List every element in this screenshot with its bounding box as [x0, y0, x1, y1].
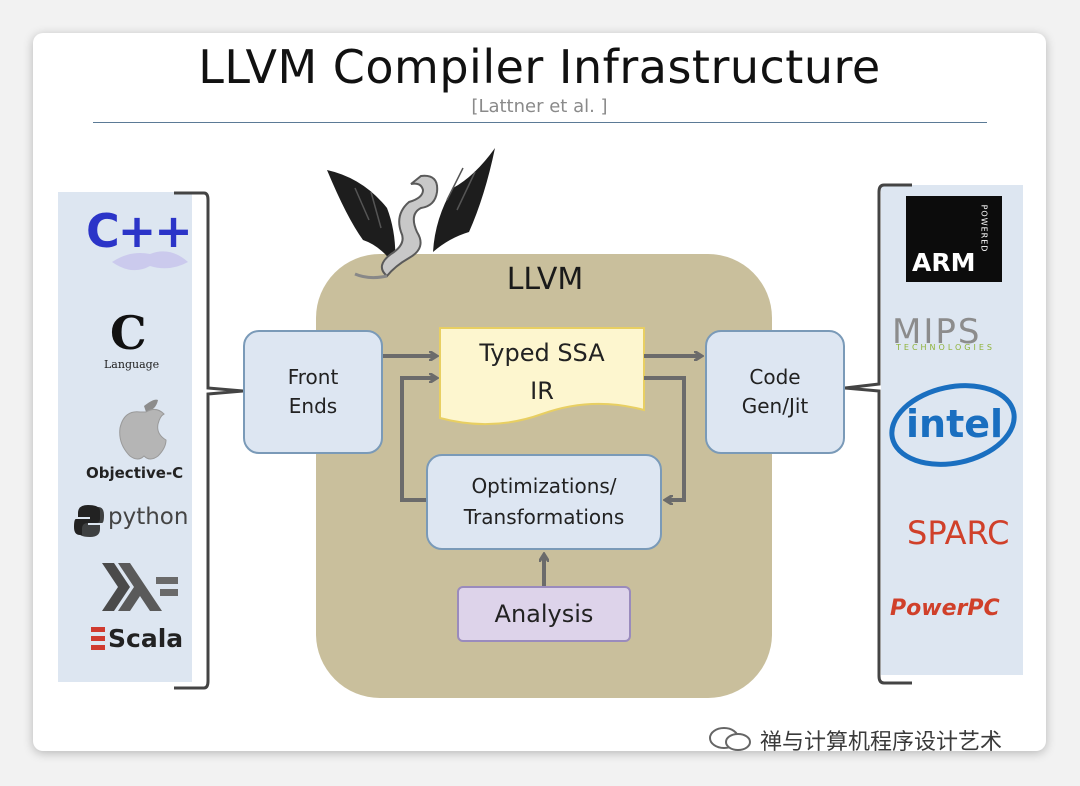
ir-document — [439, 327, 645, 426]
wechat-icon — [709, 727, 751, 751]
mips-sub-label: TECHNOLOGIES — [896, 343, 995, 352]
c-language-sub: Language — [104, 358, 160, 371]
apple-icon — [119, 399, 167, 460]
analysis-box: Analysis — [457, 586, 631, 642]
front-ends-line1: Front — [287, 365, 339, 389]
sparc-label: SPARC — [907, 514, 1010, 552]
intel-label: intel — [906, 402, 1004, 446]
left-brace — [174, 191, 244, 690]
ir-line2: IR — [530, 377, 554, 405]
llvm-label: LLVM — [506, 262, 584, 297]
intel-logo — [889, 383, 1017, 467]
arm-powered-label: POWERED — [979, 204, 989, 253]
python-icon — [74, 505, 104, 537]
optimizations-box: Optimizations/Transformations — [426, 454, 662, 550]
arm-label: ARM — [912, 248, 976, 277]
right-brace — [844, 183, 912, 685]
ir-label: Typed SSA IR — [440, 334, 644, 410]
c-language-letter: C — [110, 306, 147, 360]
code-gen-line1: Code — [749, 365, 801, 389]
front-ends-line2: Ends — [288, 394, 338, 418]
scala-label: Scala — [108, 624, 184, 653]
scala-icon — [91, 627, 105, 650]
arrow-opt-to-ir — [400, 378, 436, 502]
cpp-logo — [112, 251, 188, 271]
objc-label: Objective-C — [86, 464, 184, 482]
llvm-dragon-logo — [327, 148, 495, 280]
ir-line1: Typed SSA — [479, 339, 605, 367]
powerpc-label: PowerPC — [890, 596, 1000, 621]
code-gen-line2: Gen/Jit — [741, 394, 809, 418]
title-rule — [93, 122, 987, 123]
citation: [Lattner et al. ] — [471, 96, 608, 117]
haskell-icon — [102, 563, 178, 611]
cpp-label: C++ — [86, 204, 193, 258]
slide-title: LLVM Compiler Infrastructure — [198, 40, 881, 94]
arrow-ir-to-opt — [644, 376, 686, 500]
watermark-text: 禅与计算机程序设计艺术 — [760, 730, 1003, 755]
python-label: python — [108, 504, 189, 530]
mips-label: MIPS — [892, 312, 982, 352]
opt-line1: Optimizations/ — [471, 474, 617, 498]
arm-logo-bg — [906, 196, 1002, 282]
opt-line2: Transformations — [463, 505, 625, 529]
